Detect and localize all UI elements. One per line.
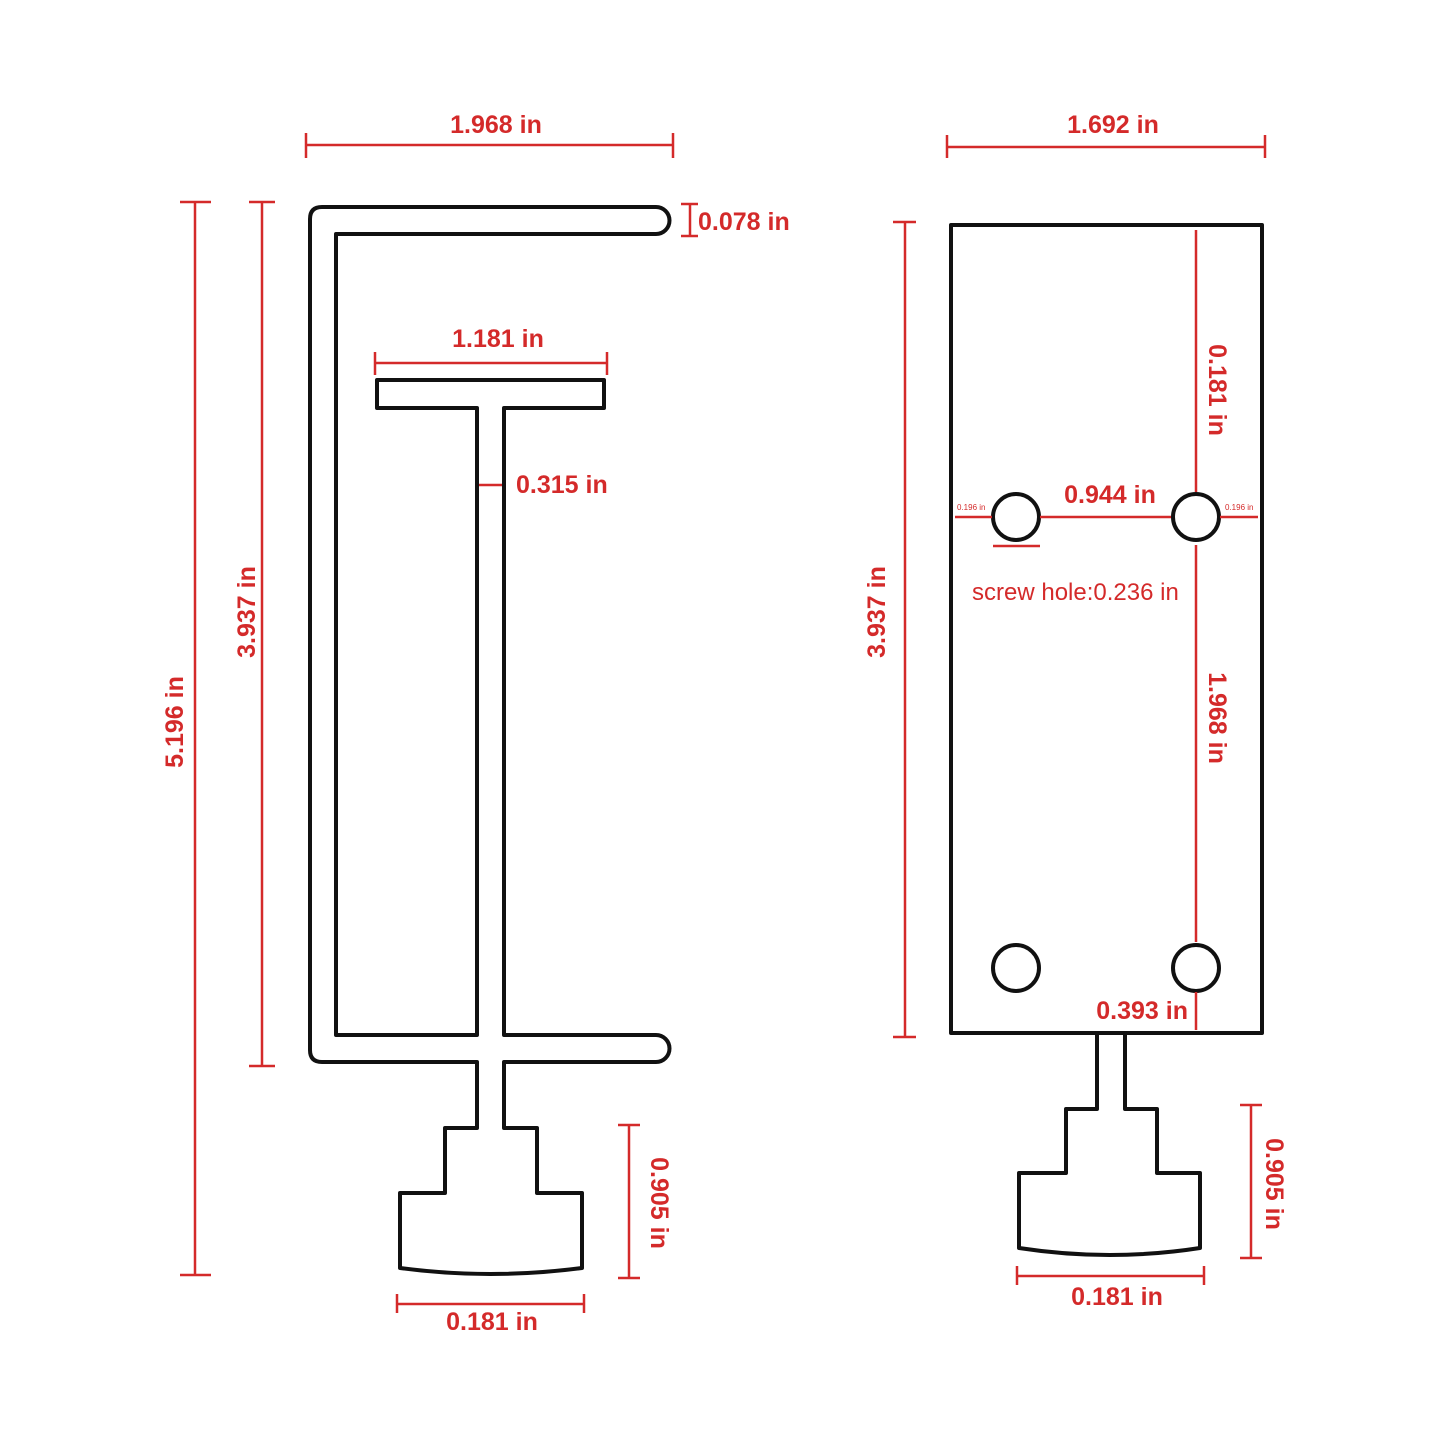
label-side-knob-width: 0.181 in: [446, 1308, 538, 1336]
screw-hole-top-left: [991, 492, 1041, 542]
label-side-total-height: 5.196 in: [161, 676, 189, 768]
side-view: 1.968 in 0.078 in 1.181 in 0.315 in 5.19…: [161, 111, 790, 1336]
label-pad-width: 1.181 in: [452, 325, 544, 353]
dim-edge-offset-right: 0.196 in: [1220, 503, 1258, 519]
dim-side-knob-width: 0.181 in: [395, 1294, 586, 1336]
label-hole-bottom-offset: 0.393 in: [1096, 997, 1188, 1025]
label-front-knob-width: 0.181 in: [1071, 1283, 1163, 1311]
label-front-knob-height: 0.905 in: [1260, 1138, 1288, 1230]
label-edge-offset-left: 0.196 in: [957, 503, 985, 512]
dim-front-knob-height: 0.905 in: [1240, 1103, 1288, 1260]
dim-screw-hole-diameter: screw hole:0.236 in: [972, 544, 1179, 606]
screw-hole-bottom-right: [1171, 943, 1221, 993]
dim-side-frame-height: 3.937 in: [233, 200, 275, 1068]
front-view: 1.692 in 3.937 in 0.181 in 0.944 in 0.19…: [863, 111, 1288, 1311]
label-screw-hole-note: screw hole:0.236 in: [972, 579, 1179, 606]
front-plate-outline: [949, 223, 1264, 1035]
label-side-knob-height: 0.905 in: [645, 1157, 673, 1249]
label-side-overall-width: 1.968 in: [450, 111, 542, 139]
dim-edge-offset-left: 0.196 in: [955, 503, 992, 519]
label-front-overall-width: 1.692 in: [1067, 111, 1159, 139]
dim-front-overall-width: 1.692 in: [945, 111, 1267, 158]
dim-pad-width: 1.181 in: [373, 325, 609, 375]
dim-front-knob-width: 0.181 in: [1015, 1266, 1206, 1311]
clamp-frame-outline: [308, 205, 672, 1276]
label-hole-top-offset: 0.181 in: [1203, 344, 1231, 436]
dim-hole-spacing-v: 1.968 in: [1194, 545, 1231, 942]
label-hole-spacing-v: 1.968 in: [1203, 672, 1231, 764]
label-side-frame-height: 3.937 in: [233, 566, 261, 658]
front-knob-outline: [1017, 1031, 1202, 1257]
label-screw-width: 0.315 in: [516, 471, 608, 499]
label-front-total-height: 3.937 in: [863, 566, 891, 658]
dim-side-overall-width: 1.968 in: [304, 111, 675, 158]
dim-screw-width: 0.315 in: [479, 471, 608, 499]
screw-hole-top-right: [1171, 492, 1221, 542]
dim-front-total-height: 3.937 in: [863, 220, 916, 1039]
dim-side-total-height: 5.196 in: [161, 200, 211, 1277]
label-edge-offset-right: 0.196 in: [1225, 503, 1253, 512]
dim-hole-top-offset: 0.181 in: [1194, 230, 1231, 492]
screw-hole-bottom-left: [991, 943, 1041, 993]
dim-jaw-gap: 0.078 in: [681, 202, 790, 238]
dim-hole-bottom-offset: 0.393 in: [1096, 992, 1198, 1030]
label-jaw-gap: 0.078 in: [698, 208, 790, 236]
label-hole-spacing-h: 0.944 in: [1064, 481, 1156, 509]
dim-hole-spacing-h: 0.944 in: [1040, 481, 1171, 519]
dim-side-knob-height: 0.905 in: [618, 1123, 673, 1280]
